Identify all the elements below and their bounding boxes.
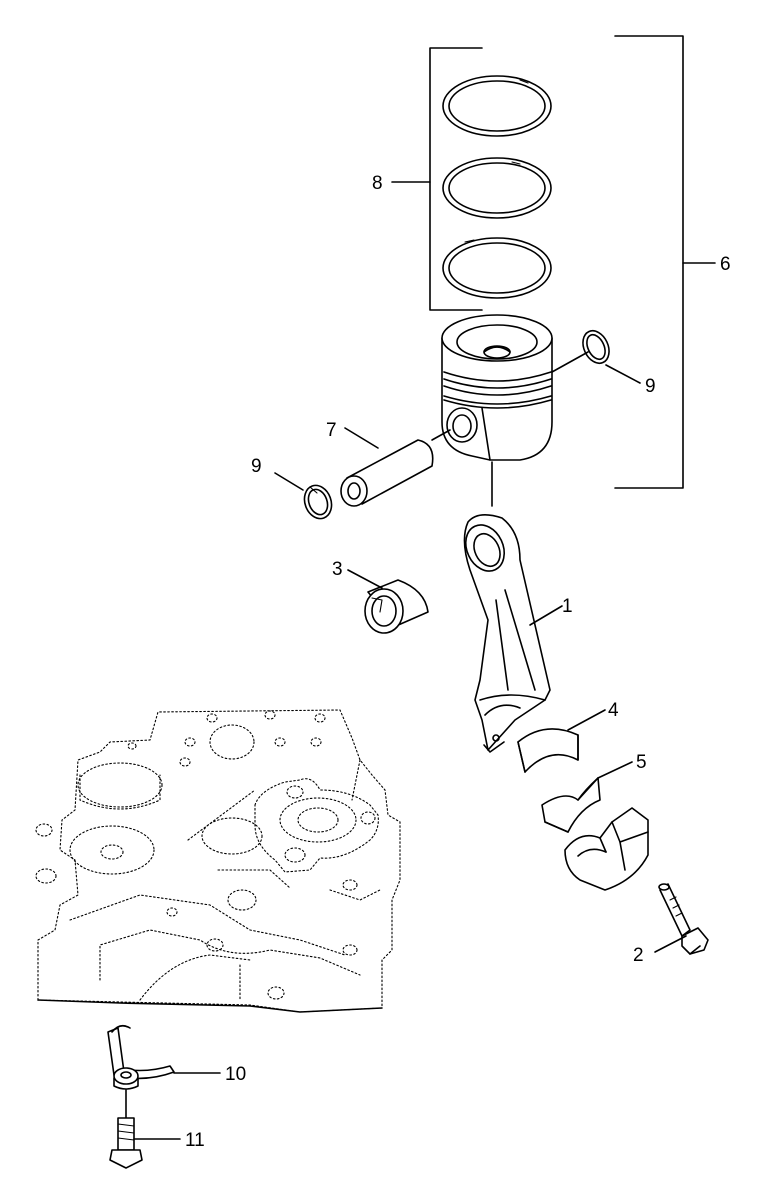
- callout-1[interactable]: 1: [562, 596, 573, 617]
- callout-9-left[interactable]: 9: [251, 456, 262, 477]
- callout-10[interactable]: 10: [225, 1064, 246, 1085]
- leader-line-4: [567, 709, 606, 731]
- callout-8[interactable]: 8: [372, 173, 383, 194]
- connecting-rod-bolt: [658, 883, 709, 955]
- connecting-rod-cap: [564, 807, 649, 891]
- small-end-bushing: [364, 579, 429, 634]
- callout-9-right[interactable]: 9: [645, 376, 656, 397]
- piston: [441, 314, 553, 461]
- connecting-rod: [463, 514, 551, 753]
- callout-6[interactable]: 6: [720, 254, 731, 275]
- circlip-left: [303, 484, 333, 520]
- leader-line-2: [654, 935, 687, 953]
- engine-block-base-edge: [37, 999, 383, 1013]
- oil-jet-nozzle: [107, 1024, 175, 1090]
- leader-line-1: [529, 605, 563, 626]
- pin-to-piston-axis: [431, 429, 451, 441]
- leader-line-9-right: [605, 364, 641, 384]
- piston-assembly-bracket: [614, 35, 684, 489]
- piston-rings: [442, 75, 552, 299]
- engine-block-outline: [35, 709, 401, 1013]
- leader-line-3: [347, 569, 383, 589]
- leader-line-7: [344, 427, 379, 449]
- circlip-right: [582, 329, 610, 365]
- oil-jet-bolt: [109, 1117, 143, 1169]
- callout-3[interactable]: 3: [332, 559, 343, 580]
- circlip-axis-right: [551, 351, 589, 373]
- callout-4[interactable]: 4: [608, 700, 619, 721]
- callout-2[interactable]: 2: [633, 945, 644, 966]
- callout-11[interactable]: 11: [185, 1130, 205, 1151]
- callout-7[interactable]: 7: [326, 420, 337, 441]
- piston-pin: [340, 439, 434, 507]
- callout-5[interactable]: 5: [636, 752, 647, 773]
- leader-line-5: [597, 761, 633, 779]
- ring-set-bracket: [429, 47, 483, 311]
- leader-line-9-left: [274, 472, 304, 491]
- bearing-shell-upper: [517, 728, 579, 773]
- bearing-shell-lower: [541, 777, 601, 833]
